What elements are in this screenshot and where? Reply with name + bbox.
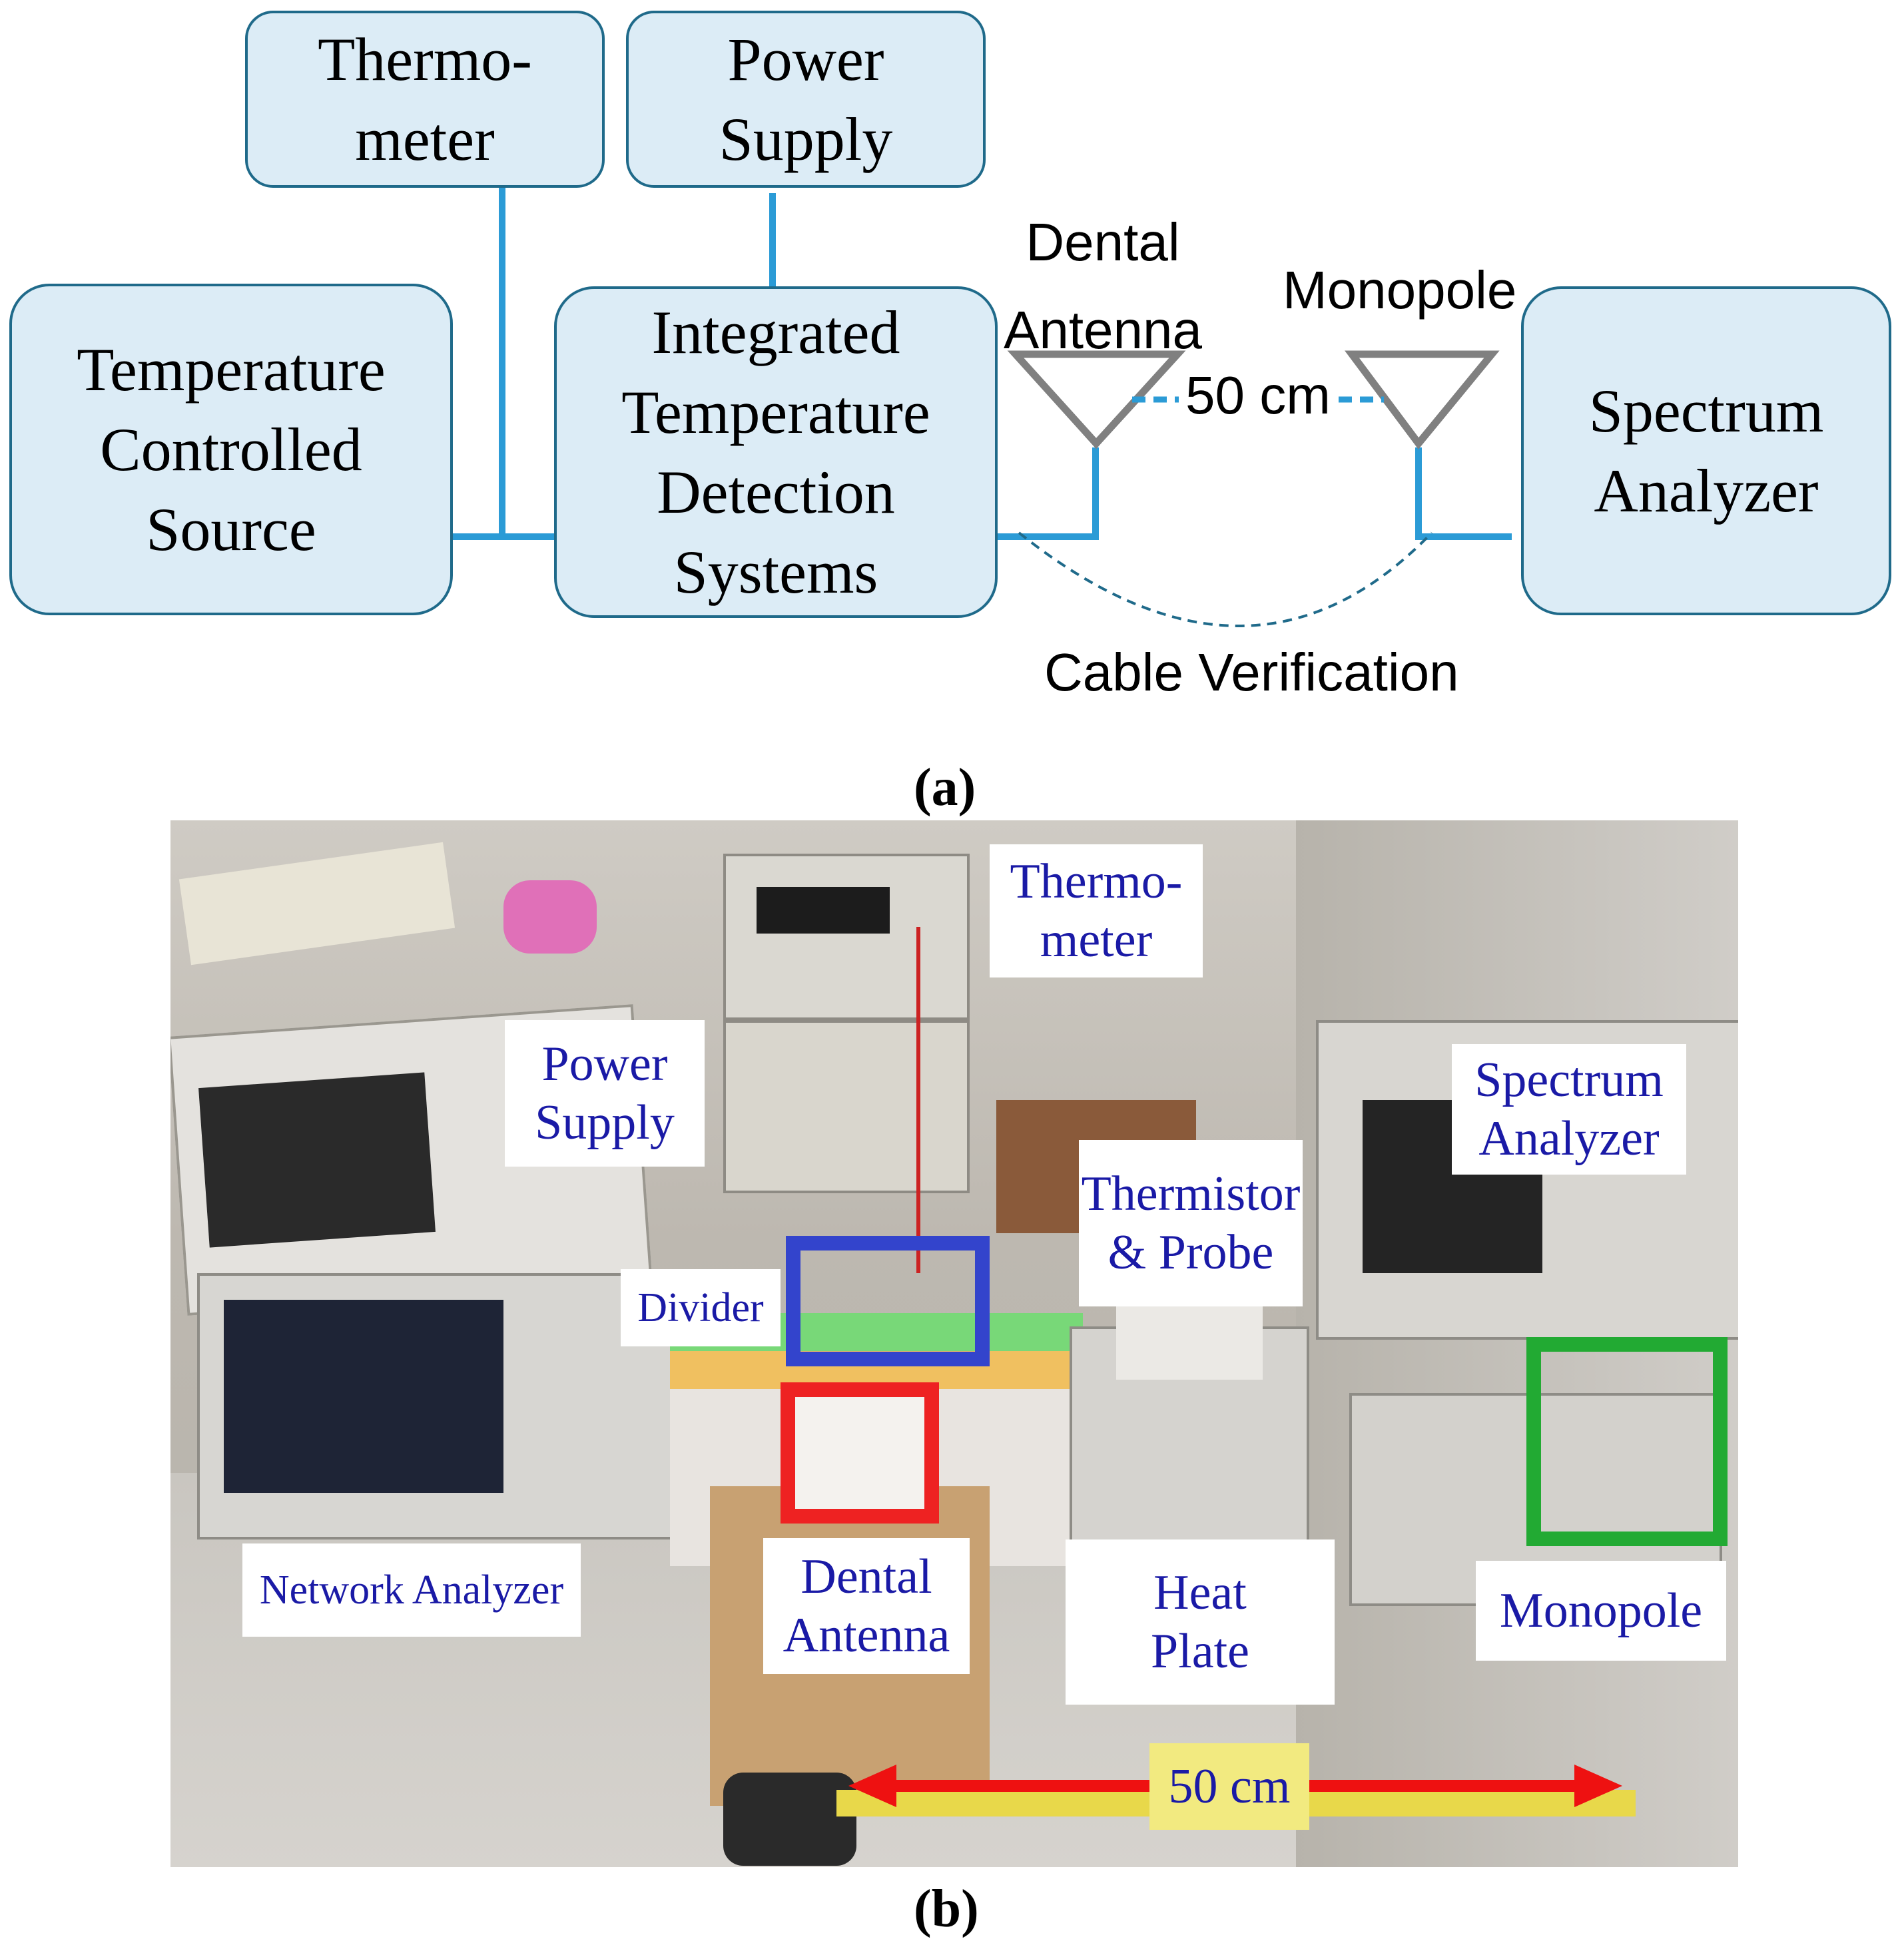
temperature-source-line-1: Temperature <box>77 336 386 404</box>
power-supply-line-2: Supply <box>719 105 893 173</box>
cable-verification-label: Cable Verification <box>1044 643 1459 702</box>
photo-heat-plate-line-1: Heat <box>1153 1565 1247 1620</box>
cable-verification-arc <box>1018 531 1433 627</box>
photo-spectrum-analyzer-line-2: Analyzer <box>1478 1111 1660 1166</box>
monopole-feed-line <box>1415 447 1512 540</box>
temperature-source-box: Temperature Controlled Source <box>9 284 453 615</box>
network-analyzer-screen <box>224 1300 503 1493</box>
dental-antenna-marker <box>781 1382 939 1524</box>
arrow-head-right <box>1574 1765 1622 1807</box>
photo-power-supply-line-1: Power <box>541 1037 668 1091</box>
photo-dental-antenna-line-2: Antenna <box>783 1608 950 1663</box>
photo-dental-antenna-line-1: Dental <box>800 1549 932 1604</box>
photo-thermistor-probe-label: Thermistor & Probe <box>1079 1140 1303 1306</box>
integrated-system-line-4: Systems <box>673 538 878 606</box>
lab-setup-photo: Thermo- meter Power Supply Spectrum Anal… <box>170 820 1738 1867</box>
photo-thermometer-line-2: meter <box>1040 913 1153 968</box>
photo-heat-plate-line-2: Plate <box>1151 1624 1249 1679</box>
dental-feed-line <box>998 447 1099 540</box>
photo-power-supply-label: Power Supply <box>505 1020 705 1167</box>
distance-label: 50 cm <box>1185 366 1331 425</box>
foam-block <box>1116 1300 1263 1380</box>
monopole-antenna-icon <box>1345 350 1500 449</box>
thermometer-line-1: Thermo- <box>318 25 532 93</box>
photo-divider-label: Divider <box>621 1269 781 1346</box>
spectrum-analyzer-line-1: Spectrum <box>1588 377 1824 445</box>
power-supply-box: Power Supply <box>626 11 986 188</box>
power-supply-line-1: Power <box>727 25 884 93</box>
temperature-source-line-3: Source <box>146 495 316 563</box>
dental-antenna-label-line-1: Dental <box>1026 212 1180 272</box>
integrated-system-box: Integrated Temperature Detection Systems <box>554 286 998 618</box>
photo-network-analyzer-text: Network Analyzer <box>259 1567 564 1613</box>
pink-bag <box>503 880 597 954</box>
thermometer-line-2: meter <box>355 105 495 173</box>
photo-monopole-text: Monopole <box>1499 1583 1703 1638</box>
thermometer-box: Thermo- meter <box>245 11 605 188</box>
divider-marker <box>786 1236 990 1366</box>
photo-heat-plate-label: Heat Plate <box>1066 1539 1335 1705</box>
spectrum-analyzer-line-2: Analyzer <box>1594 457 1819 525</box>
caption-b: (b) <box>914 1880 979 1938</box>
integrated-system-line-2: Temperature <box>621 378 930 446</box>
power-supply-instrument <box>723 1020 970 1193</box>
integrated-system-line-1: Integrated <box>651 298 900 366</box>
monopole-label: Monopole <box>1283 260 1517 320</box>
dental-antenna-label-line-2: Antenna <box>1003 300 1203 360</box>
monopole-marker <box>1526 1337 1728 1546</box>
red-probe-wires <box>916 927 920 1273</box>
photo-power-supply-line-2: Supply <box>535 1095 675 1150</box>
thermometer-instrument <box>723 854 970 1020</box>
dental-antenna-label: Dental Antenna <box>996 198 1209 374</box>
photo-thermistor-probe-line-1: Thermistor <box>1081 1167 1301 1221</box>
photo-distance-text: 50 cm <box>1168 1759 1291 1814</box>
spectrum-analyzer-box: Spectrum Analyzer <box>1521 286 1891 615</box>
photo-thermometer-line-1: Thermo- <box>1010 854 1183 909</box>
distance-arrow <box>848 1765 1622 1807</box>
diagram-connectors <box>453 188 1512 627</box>
arrow-head-left <box>848 1765 896 1807</box>
photo-distance-label: 50 cm <box>1149 1743 1309 1830</box>
photo-thermistor-probe-line-2: & Probe <box>1108 1225 1274 1280</box>
photo-network-analyzer-label: Network Analyzer <box>242 1543 581 1637</box>
photo-spectrum-analyzer-label: Spectrum Analyzer <box>1452 1044 1686 1175</box>
temperature-source-line-2: Controlled <box>100 416 362 483</box>
caption-a: (a) <box>914 758 976 817</box>
tape-measure-body <box>723 1773 856 1866</box>
photo-dental-antenna-label: Dental Antenna <box>763 1538 970 1674</box>
thermometer-display <box>757 887 890 934</box>
integrated-system-line-3: Detection <box>657 458 895 526</box>
photo-thermometer-label: Thermo- meter <box>990 844 1203 977</box>
photo-monopole-label: Monopole <box>1476 1561 1726 1661</box>
photo-divider-text: Divider <box>637 1285 764 1330</box>
photo-spectrum-analyzer-line-1: Spectrum <box>1474 1053 1664 1107</box>
